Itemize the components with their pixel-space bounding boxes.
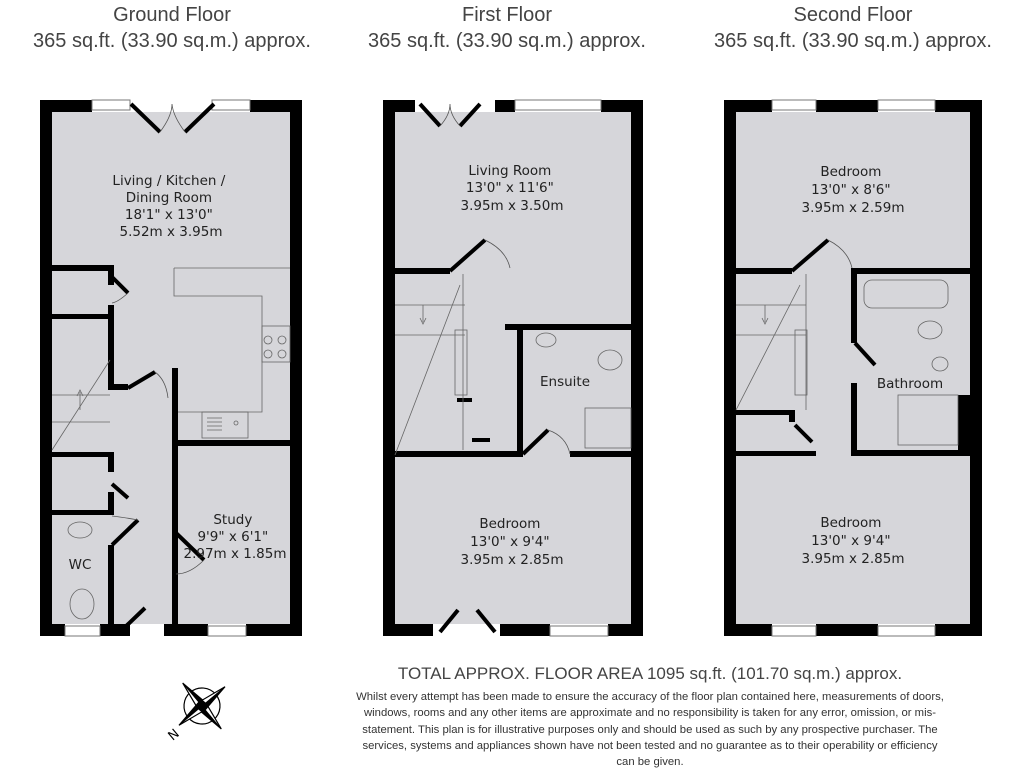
basin-icon xyxy=(67,521,93,539)
room-label: WC xyxy=(69,557,92,573)
floor-name: Ground Floor xyxy=(113,4,231,26)
toilet-icon xyxy=(69,588,95,620)
floor-name: First Floor xyxy=(462,4,552,26)
window xyxy=(207,625,247,637)
room-label: Bedroom 13'0" x 8'6" 3.95m x 2.59m xyxy=(802,164,905,216)
room-label: Bedroom 13'0" x 9'4" 3.95m x 2.85m xyxy=(461,516,564,568)
window xyxy=(771,625,817,637)
total-floor-area: TOTAL APPROX. FLOOR AREA 1095 sq.ft. (10… xyxy=(397,664,903,683)
compass-icon xyxy=(178,682,226,730)
room-label: Living / Kitchen / Dining Room 18'1" x 1… xyxy=(112,173,229,240)
ground-floor-header: Ground Floor 365 sq.ft. (33.90 sq.m.) ap… xyxy=(2,2,342,54)
window xyxy=(211,99,251,111)
window xyxy=(877,99,936,111)
floor-area: 365 sq.ft. (33.90 sq.m.) approx. xyxy=(33,30,311,52)
window xyxy=(877,625,936,637)
window xyxy=(771,99,817,111)
window xyxy=(91,99,131,111)
floor-area: 365 sq.ft. (33.90 sq.m.) approx. xyxy=(714,30,992,52)
disclaimer: Whilst every attempt has been made to en… xyxy=(356,691,944,769)
ground-floor-plan: Living / Kitchen / Dining Room 18'1" x 1… xyxy=(40,99,302,637)
second-floor-header: Second Floor 365 sq.ft. (33.90 sq.m.) ap… xyxy=(683,2,1023,54)
second-floor-plan: Bathroom Bedroom 13'0" x 8'6" 3.95m x 2.… xyxy=(724,99,982,637)
floor-area: 365 sq.ft. (33.90 sq.m.) approx. xyxy=(368,30,646,52)
window xyxy=(64,625,101,637)
room-label: Bedroom 13'0" x 9'4" 3.95m x 2.85m xyxy=(802,515,905,567)
ground-floor-interior xyxy=(52,112,290,624)
room-label: Living Room 13'0" x 11'6" 3.95m x 3.50m xyxy=(461,163,564,214)
room-label: Bathroom xyxy=(877,376,943,392)
first-floor-plan: Ensuite Living Room 13'0" x 11'6" 3.95m … xyxy=(383,99,643,637)
room-label: Ensuite xyxy=(540,374,590,390)
window xyxy=(549,625,609,637)
compass-north-label: N xyxy=(166,726,183,744)
first-floor-header: First Floor 365 sq.ft. (33.90 sq.m.) app… xyxy=(337,2,677,54)
window xyxy=(514,99,602,111)
room-label: Study 9'9" x 6'1" 2.97m x 1.85m xyxy=(184,512,287,562)
floor-name: Second Floor xyxy=(793,4,913,26)
